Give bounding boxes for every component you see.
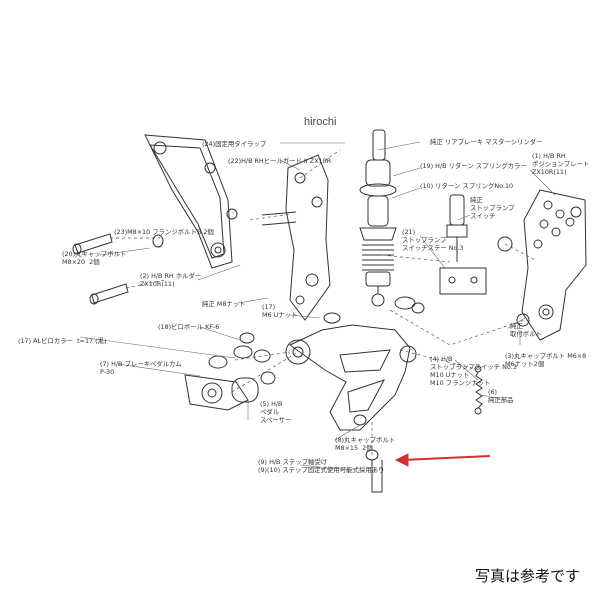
master-cylinder xyxy=(359,129,397,307)
label-return-spring: (10) リターン スプリングNo.10 xyxy=(420,182,514,190)
label-bolt-m6: (3)丸キャップボルト M6×8 M6ナット2個 xyxy=(505,352,587,368)
label-mounting-bolt: 純正 取付ボルト xyxy=(510,322,542,338)
label-m8-nut: 純正 M8ナット xyxy=(202,300,246,308)
leader-lines xyxy=(79,141,556,471)
label-m6-u-nut: (17) M6 Uナット xyxy=(262,303,298,319)
label-pedal-spacer: (5) H/B ペダル スペーサー xyxy=(260,400,292,424)
return-spring xyxy=(474,365,483,415)
label-genuine-part: (6) 純正部品 xyxy=(488,388,514,404)
label-pillow-ball: (18)ピロボール KF-6 xyxy=(158,323,220,331)
assembly-lines xyxy=(110,149,536,455)
label-bolt-m8x20: (20)丸キャップボルト M8×20 2個 xyxy=(62,250,127,266)
label-step-bearing: (9) H/B ステップ軸受け (9)(10) ステップ固定式使用可能式採用あり xyxy=(258,458,385,474)
label-collar-4: (4) H/B ストップランプスイッチ No.3 M10 Uナット M10 フラ… xyxy=(430,355,517,387)
reference-note: 写真は参考です xyxy=(474,567,580,585)
rh-holder-plate xyxy=(261,154,331,321)
label-master-cylinder: 純正 リアブレーキ マスターシリンダー xyxy=(430,138,543,146)
watermark-text: hirochi xyxy=(304,116,337,128)
spacers xyxy=(231,236,530,403)
bolts xyxy=(72,233,383,493)
label-rh-holder: (2) H/B RH ホルダー ZX10R(11) xyxy=(140,272,202,288)
brake-pedal-arm xyxy=(285,324,417,431)
stop-lamp-switch xyxy=(439,194,487,295)
position-plate xyxy=(521,189,587,341)
label-al-collar: (17) ALピロカラー t=17 (黒) xyxy=(18,337,107,345)
label-bolt-m8x15: (8)丸キャップボルト M8×15 2個 xyxy=(335,436,396,452)
label-tie-wrap: (24)固定用タイラップ xyxy=(202,140,267,148)
label-flange-bolt: (23)M8×10 フランジボルトB 2個 xyxy=(114,228,214,236)
label-switch-stay: (21) ストップランプ スイッチステー No.3 xyxy=(402,228,464,252)
label-position-plate: (1) H/B RH ポジションプレート ZX10R(11) xyxy=(532,152,590,176)
red-arrow xyxy=(394,453,491,467)
label-pedal-cam: (7) H/B ブレーキペダルカム P-30 xyxy=(100,360,182,376)
heel-guard-plate xyxy=(144,134,238,269)
label-heel-guard: (22)H/B RHヒールガード II ZX10R xyxy=(228,157,332,165)
label-stop-lamp-switch: 純正 ストップランプ スイッチ xyxy=(470,196,515,220)
pedal-cam xyxy=(184,355,249,411)
label-return-spring-collar: (19) H/B リターン スプリングカラー xyxy=(420,162,527,170)
